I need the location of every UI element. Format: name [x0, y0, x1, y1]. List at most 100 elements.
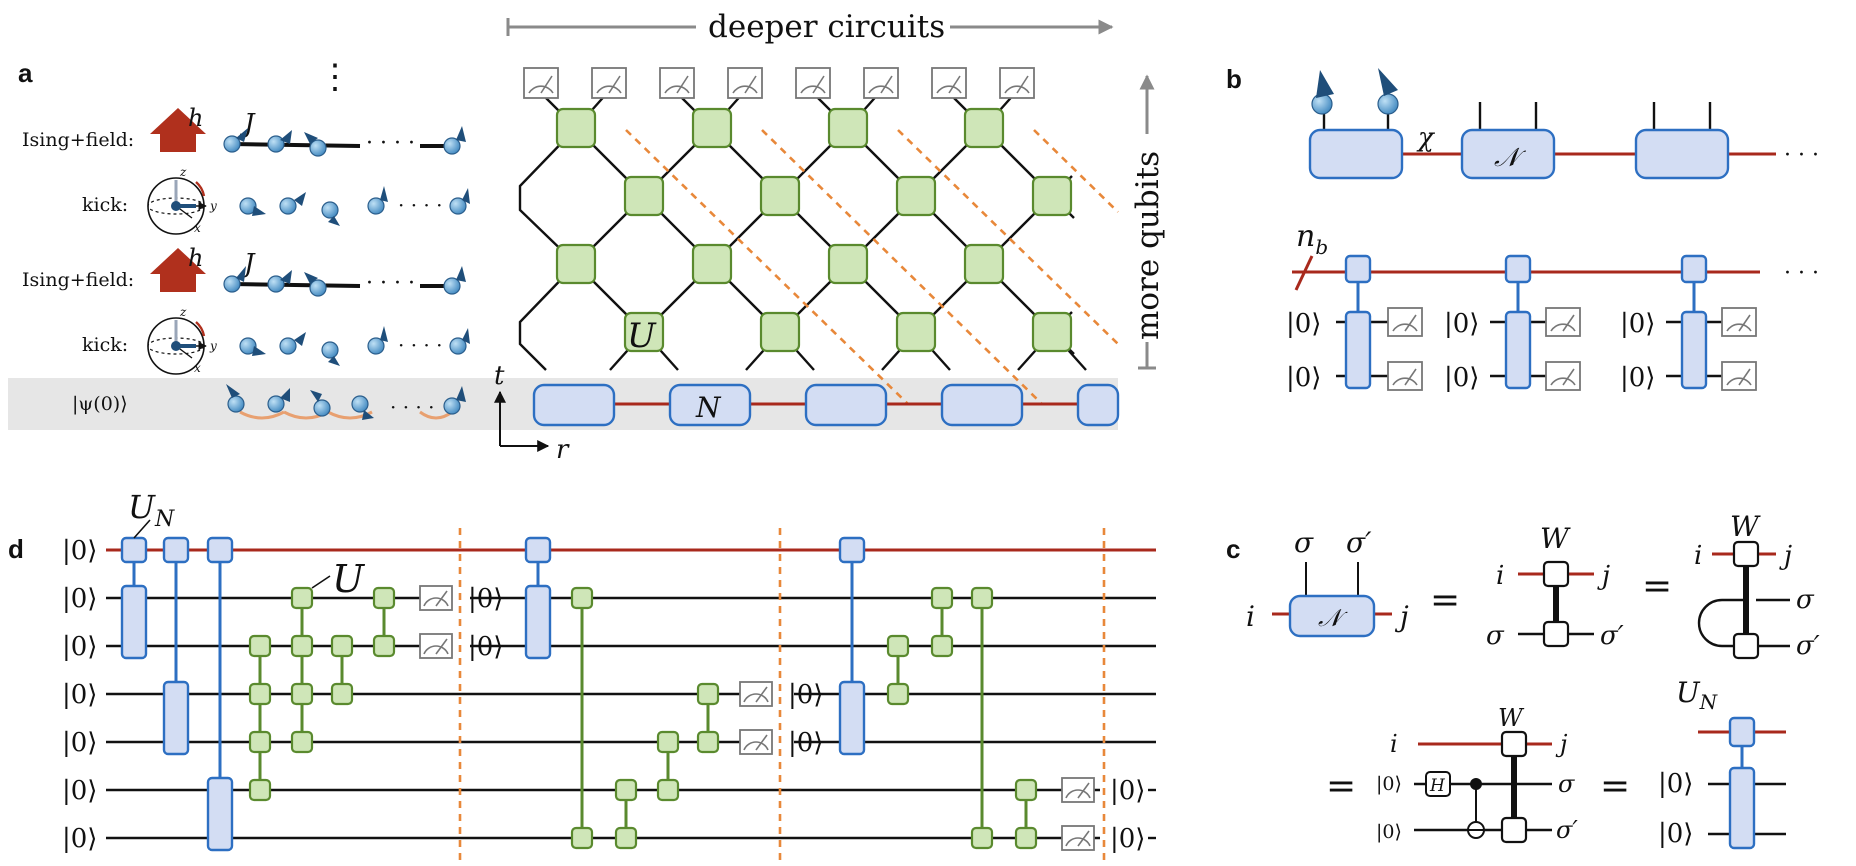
field-h-2: h	[188, 244, 203, 272]
kick-label-1: kick:	[82, 194, 128, 216]
bloch-z-1: z	[179, 165, 187, 179]
bloch-x-2: x	[194, 361, 201, 375]
d-UN-gates-2	[524, 536, 552, 660]
c-sigmap-3: σ′	[1796, 631, 1820, 661]
brickwork-wires	[518, 91, 1087, 371]
ising-chain-1: · · · ·	[231, 131, 452, 156]
dots-b-bottom: · · ·	[1784, 261, 1819, 286]
psi0-label: |ψ(0)⟩	[72, 393, 128, 415]
panel-label-a: a	[18, 58, 33, 88]
d-ket0: |0⟩	[62, 728, 97, 758]
d-reset-ket: |0⟩	[788, 680, 823, 710]
c-W-2: W	[1730, 510, 1761, 543]
brickwork-gates	[555, 107, 1073, 353]
d-ket0: |0⟩	[62, 680, 97, 710]
vertical-dots: ⋮	[318, 57, 352, 97]
d-ket0: |0⟩	[62, 776, 97, 806]
mps-site-b-1	[1308, 128, 1404, 180]
mps-box	[532, 383, 616, 427]
ket0-b-4: |0⟩	[1444, 363, 1479, 393]
c-sigmap-1: σ′	[1346, 526, 1372, 559]
qubits-label-bg	[1130, 134, 1164, 342]
c-j-4: j	[1555, 730, 1568, 758]
gate-N-label: N	[695, 391, 722, 424]
d-U-pointer	[311, 575, 331, 589]
bloch-sphere-icon-1: z y x	[147, 165, 217, 235]
panel-label-d: d	[8, 534, 24, 564]
d-reset-ket: |0⟩	[468, 584, 503, 614]
gate-U-label: U	[627, 316, 657, 356]
c-W-1: W	[1540, 522, 1571, 555]
UN-gate-c	[1698, 716, 1786, 850]
panel-label-c: c	[1226, 534, 1240, 564]
bloch-x-1: x	[194, 221, 201, 235]
c-ket0-2: |0⟩	[1376, 821, 1402, 843]
mid-circuit-block-1	[1336, 254, 1423, 391]
w-circuit-decomposed	[1414, 730, 1552, 844]
d-reset-ket: |0⟩	[1110, 776, 1145, 806]
c-eq-3: =	[1326, 766, 1356, 807]
spin-row-4: · · · ·	[239, 326, 470, 366]
d-ket0: |0⟩	[62, 536, 97, 566]
c-sigma-3: σ	[1796, 585, 1815, 615]
c-sigmap-2: σ′	[1600, 621, 1624, 651]
ket0-b-5: |0⟩	[1620, 309, 1655, 339]
c-ket0-4: |0⟩	[1658, 819, 1693, 849]
mps-box	[1076, 383, 1120, 427]
mps-box-N	[668, 383, 752, 427]
c-sigma-1: σ	[1294, 526, 1314, 559]
d-U-label: U	[332, 557, 366, 601]
kick-dots-1: · · · ·	[398, 193, 443, 217]
d-green-gates-1	[248, 586, 396, 802]
d-UN-label: UN	[128, 488, 175, 532]
c-eq-4: =	[1600, 766, 1630, 807]
c-i-1: i	[1246, 600, 1255, 633]
c-j-2: j	[1597, 561, 1610, 591]
d-ket0: |0⟩	[62, 584, 97, 614]
c-H-label: H	[1429, 776, 1446, 796]
ket0-b-3: |0⟩	[1444, 309, 1479, 339]
spin-row-3	[223, 266, 466, 297]
bloch-y-1: y	[209, 199, 217, 213]
d-green-gates-2	[570, 586, 720, 850]
d-reset-ket: |0⟩	[468, 632, 503, 662]
mid-circuit-block-2	[1490, 254, 1581, 391]
mps-box	[940, 383, 1024, 427]
d-reset-ket: |0⟩	[788, 728, 823, 758]
ising-label-2: Ising+field:	[22, 269, 134, 291]
dots-b-top: · · ·	[1784, 143, 1819, 168]
spin-row-initial: · · · ·	[226, 384, 466, 420]
d-green-gates-3	[886, 586, 1038, 850]
c-i-3: i	[1694, 541, 1702, 571]
c-W-3: W	[1498, 704, 1525, 732]
ising-label-1: Ising+field:	[22, 129, 134, 151]
chain-dots-1: · · · ·	[366, 131, 415, 156]
d-UN-gates-3	[838, 536, 866, 756]
measurement-icons-a	[523, 67, 1035, 99]
w-circuit-1	[1518, 560, 1594, 648]
ising-chain-2: · · · ·	[231, 271, 452, 296]
field-h-1: h	[188, 104, 203, 132]
axis-r-label: r	[556, 435, 570, 465]
c-j-3: j	[1779, 541, 1792, 571]
c-sigma-2: σ	[1486, 621, 1505, 651]
chain-dots-2: · · · ·	[366, 271, 415, 296]
coupling-J-1: J	[239, 109, 256, 139]
c-sigmap-4: σ′	[1556, 816, 1578, 844]
more-qubits-label: more qubits	[1130, 151, 1166, 340]
d-reset-ket: |0⟩	[1110, 824, 1145, 854]
d-ket0: |0⟩	[62, 632, 97, 662]
bloch-z-2: z	[179, 305, 187, 319]
spin-row-1	[223, 126, 466, 157]
ket0-b-2: |0⟩	[1286, 363, 1321, 393]
c-i-4: i	[1390, 730, 1398, 758]
d-measure-reset-2	[739, 681, 773, 755]
c-j-1: j	[1394, 600, 1409, 633]
mps-box	[804, 383, 888, 427]
tensor-calN	[1288, 594, 1376, 638]
ket0-b-6: |0⟩	[1620, 363, 1655, 393]
c-ket0-3: |0⟩	[1658, 769, 1693, 799]
spin-row-2: · · · ·	[239, 186, 470, 226]
kick-label-2: kick:	[82, 334, 128, 356]
